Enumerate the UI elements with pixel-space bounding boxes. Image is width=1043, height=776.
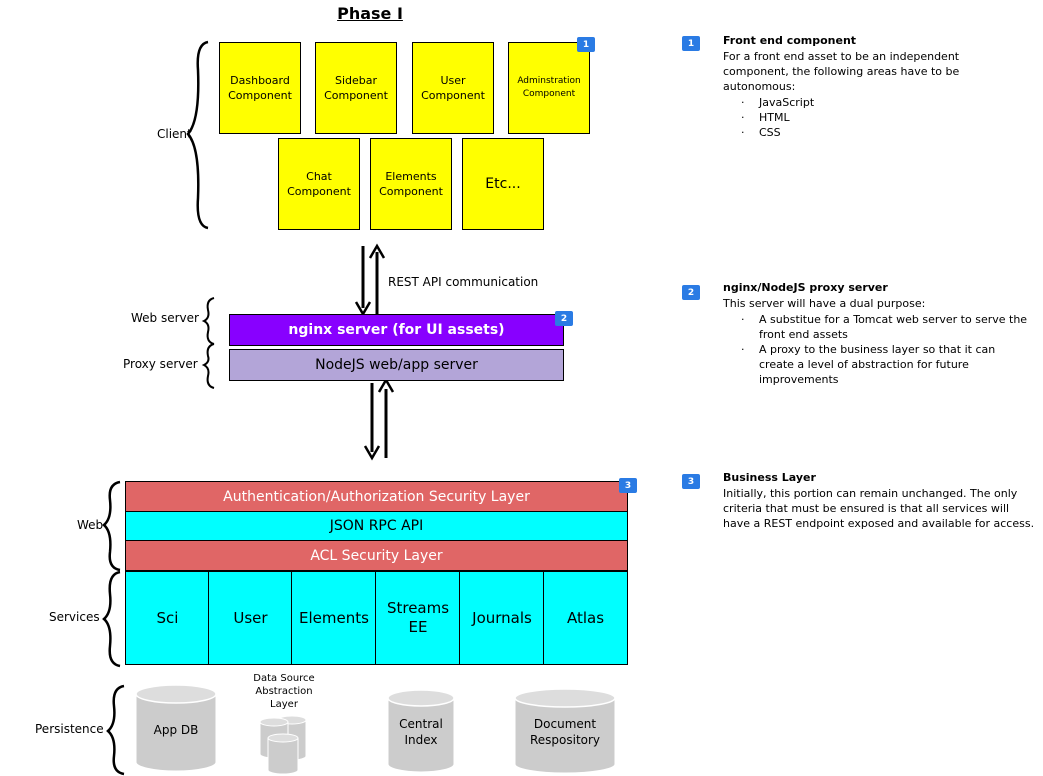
badge-3: 3 xyxy=(619,478,637,493)
app-db-label: App DB xyxy=(153,723,199,737)
note-1-item: HTML xyxy=(723,110,1003,125)
note-1-list: JavaScript HTML CSS xyxy=(723,95,1003,140)
nodejs-server: NodeJS web/app server xyxy=(229,349,564,381)
dashboard-component: Dashboard Component xyxy=(219,42,301,134)
note-2-text: This server will have a dual purpose: xyxy=(723,297,926,310)
badge-1: 1 xyxy=(577,37,595,52)
web-server-brace xyxy=(201,297,215,345)
dsal-label: Data Source Abstraction Layer xyxy=(253,673,315,710)
app-db-cylinder xyxy=(135,684,217,772)
note-2-title: nginx/NodeJS proxy server xyxy=(723,281,888,294)
etc-component: Etc... xyxy=(462,138,544,230)
central-index-label: Central Index xyxy=(399,717,443,747)
administration-component: Adminstration Component xyxy=(508,42,590,134)
page-title: Phase I xyxy=(337,4,403,23)
note-3-text: Initially, this portion can remain uncha… xyxy=(723,487,1035,530)
chat-component: Chat Component xyxy=(278,138,360,230)
service-journals: Journals xyxy=(459,571,545,665)
dsal-cylinders xyxy=(259,715,307,775)
note-1-badge: 1 xyxy=(682,36,700,51)
persistence-brace xyxy=(106,684,125,776)
note-2-item: A substitue for a Tomcat web server to s… xyxy=(723,312,1033,342)
tier-client: Client xyxy=(157,127,192,141)
note-1-item: JavaScript xyxy=(723,95,1003,110)
service-streams-ee: Streams EE xyxy=(375,571,461,665)
service-sci: Sci xyxy=(125,571,210,665)
user-component: User Component xyxy=(412,42,494,134)
tier-services: Services xyxy=(49,610,100,624)
client-brace xyxy=(186,40,209,230)
note-1-title: Front end component xyxy=(723,34,857,47)
service-elements: Elements xyxy=(291,571,377,665)
note-3-title: Business Layer xyxy=(723,471,816,484)
json-rpc-api: JSON RPC API xyxy=(125,511,628,541)
note-1-item: CSS xyxy=(723,125,1003,140)
web-brace xyxy=(102,480,121,572)
acl-security-layer: ACL Security Layer xyxy=(125,540,628,571)
services-brace xyxy=(102,570,121,668)
badge-2: 2 xyxy=(555,311,573,326)
rest-api-label: REST API communication xyxy=(388,275,539,289)
tier-web-server: Web server xyxy=(131,311,199,325)
note-2-list: A substitue for a Tomcat web server to s… xyxy=(723,312,1033,387)
tier-web: Web xyxy=(77,518,104,532)
proxy-server-brace xyxy=(201,343,215,389)
sidebar-component: Sidebar Component xyxy=(315,42,397,134)
note-2-item: A proxy to the business layer so that it… xyxy=(723,342,1033,387)
service-atlas: Atlas xyxy=(543,571,628,665)
doc-repo-cylinder xyxy=(514,688,616,774)
note-3-badge: 3 xyxy=(682,474,700,489)
doc-repo-label: Document Respository xyxy=(529,717,601,747)
nginx-server: nginx server (for UI assets) xyxy=(229,314,564,346)
note-2-badge: 2 xyxy=(682,285,700,300)
note-1-text: For a front end asset to be an independe… xyxy=(723,50,960,93)
arrow-up-1-head xyxy=(368,243,386,259)
tier-persistence: Persistence xyxy=(35,722,104,736)
arrow-down-2-head xyxy=(363,445,381,461)
elements-component: Elements Component xyxy=(370,138,452,230)
service-user: User xyxy=(208,571,293,665)
central-index-cylinder xyxy=(387,689,455,773)
auth-security-layer: Authentication/Authorization Security La… xyxy=(125,481,628,512)
tier-proxy-server: Proxy server xyxy=(123,357,198,371)
